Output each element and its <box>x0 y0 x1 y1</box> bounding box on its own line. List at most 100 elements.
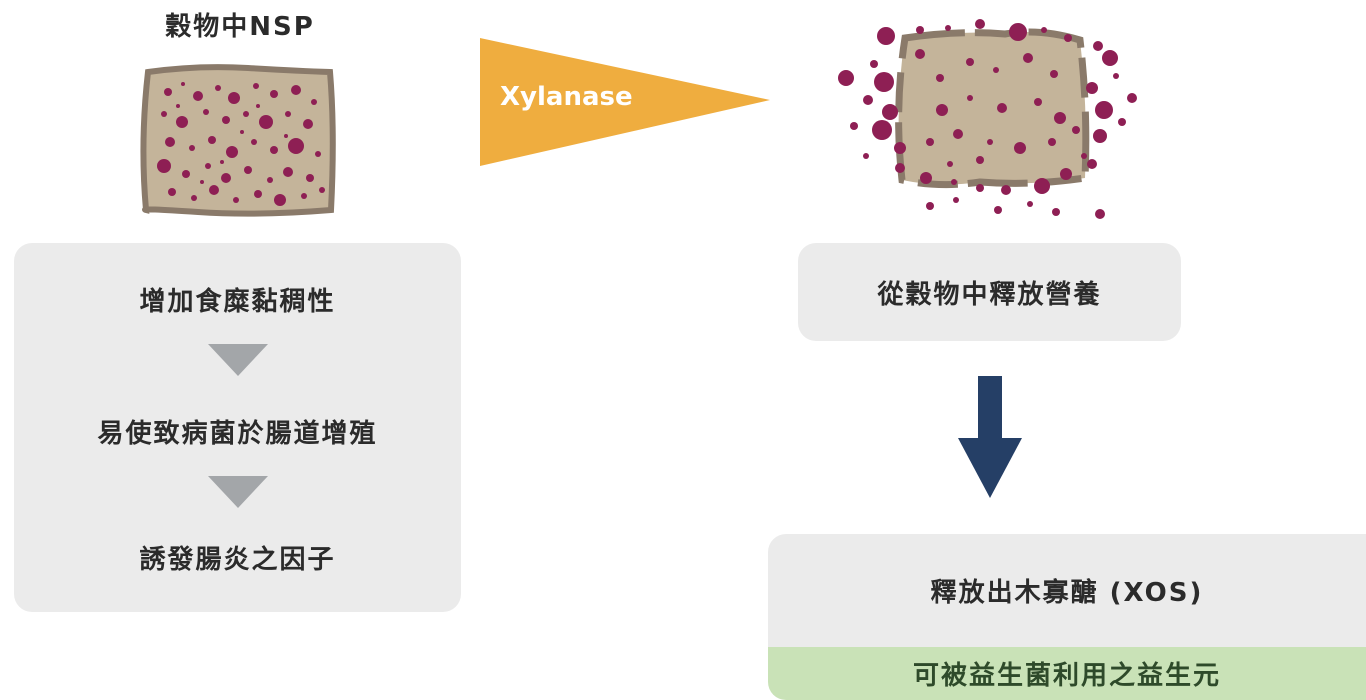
nutrient-release-box: 從穀物中釋放營養 <box>798 243 1181 341</box>
particle-dot <box>243 111 249 117</box>
particle-dot <box>176 104 180 108</box>
particle-dot <box>1001 185 1011 195</box>
particle-dot <box>303 119 313 129</box>
particle-dot <box>1095 101 1113 119</box>
degraded-grain-illustration <box>838 19 1137 219</box>
nsp-title: 穀物中NSP <box>165 12 315 42</box>
particle-dot <box>315 151 321 157</box>
particle-dot <box>953 129 963 139</box>
xos-result-panel: 釋放出木寡醣 (XOS) 可被益生菌利用之益生元 <box>768 534 1366 700</box>
particle-dot <box>916 26 924 34</box>
particle-dot <box>1052 208 1060 216</box>
particle-dot <box>838 70 854 86</box>
effect-step-1: 增加食糜黏稠性 <box>139 287 336 317</box>
particle-dot <box>1095 209 1105 219</box>
particle-dot <box>994 206 1002 214</box>
particle-dot <box>997 103 1007 113</box>
particle-dot <box>319 187 325 193</box>
particle-dot <box>200 180 204 184</box>
particle-dot <box>270 90 278 98</box>
particle-dot <box>259 115 273 129</box>
particle-dot <box>1050 70 1058 78</box>
particle-dot <box>870 60 878 68</box>
particle-dot <box>205 163 211 169</box>
particle-dot <box>877 27 895 45</box>
particle-dot <box>228 92 240 104</box>
particle-dot <box>288 138 304 154</box>
grain-body <box>140 64 336 217</box>
particle-dot <box>1072 126 1080 134</box>
particle-dot <box>966 58 974 66</box>
particle-dot <box>203 109 209 115</box>
particle-dot <box>274 194 286 206</box>
particle-dot <box>1081 153 1087 159</box>
particle-dot <box>191 195 197 201</box>
particle-dot <box>181 82 185 86</box>
particle-dot <box>267 177 273 183</box>
particle-dot <box>176 116 188 128</box>
particle-dot <box>1093 41 1103 51</box>
particle-dot <box>1064 34 1072 42</box>
particle-dot <box>291 85 301 95</box>
intact-grain-illustration <box>140 64 336 217</box>
grain-body <box>895 28 1090 189</box>
particle-dot <box>1034 98 1042 106</box>
particle-dot <box>882 104 898 120</box>
particle-dot <box>233 197 239 203</box>
particle-dot <box>976 156 984 164</box>
particle-dot <box>285 111 291 117</box>
particle-dot <box>208 136 216 144</box>
nsp-effects-panel: 增加食糜黏稠性 易使致病菌於腸道增殖 誘發腸炎之因子 <box>14 243 461 612</box>
effect-step-3: 誘發腸炎之因子 <box>139 545 336 575</box>
particle-dot <box>306 174 314 182</box>
particle-dot <box>222 116 230 124</box>
particle-dot <box>1093 129 1107 143</box>
particle-dot <box>947 161 953 167</box>
particle-dot <box>1014 142 1026 154</box>
particle-dot <box>920 172 932 184</box>
particle-dot <box>182 170 190 178</box>
particle-dot <box>1118 118 1126 126</box>
particle-dot <box>1009 23 1027 41</box>
particle-dot <box>244 166 252 174</box>
xylanase-arrow-icon <box>480 38 770 166</box>
down-triangle-icon <box>207 476 268 508</box>
particle-dot <box>936 74 944 82</box>
down-arrow-icon <box>958 376 1022 498</box>
particle-dot <box>256 104 260 108</box>
particle-dot <box>863 153 869 159</box>
particle-dot <box>1060 168 1072 180</box>
particle-dot <box>953 197 959 203</box>
particle-dot <box>189 145 195 151</box>
particle-dot <box>283 167 293 177</box>
particle-dot <box>987 139 993 145</box>
particle-dot <box>1086 82 1098 94</box>
particle-dot <box>926 202 934 210</box>
particle-dot <box>976 184 984 192</box>
particle-dot <box>209 185 219 195</box>
particle-dot <box>1087 159 1097 169</box>
particle-dot <box>164 88 172 96</box>
particle-dot <box>1054 112 1066 124</box>
particle-dot <box>926 138 934 146</box>
particle-dot <box>254 190 262 198</box>
particle-dot <box>161 111 167 117</box>
particle-dot <box>251 139 257 145</box>
xos-title: 釋放出木寡醣 (XOS) <box>768 534 1366 647</box>
particle-dot <box>895 163 905 173</box>
particle-dot <box>193 91 203 101</box>
particle-dot <box>945 25 951 31</box>
particle-dot <box>1041 27 1047 33</box>
particle-dot <box>1127 93 1137 103</box>
particle-dot <box>1023 53 1033 63</box>
particle-dot <box>863 95 873 105</box>
particle-dot <box>221 173 231 183</box>
down-triangle-icon <box>207 344 268 376</box>
particle-dot <box>165 137 175 147</box>
particle-dot <box>1113 73 1119 79</box>
xylanase-label: Xylanase <box>500 82 633 112</box>
particle-dot <box>1027 201 1033 207</box>
particle-dot <box>226 146 238 158</box>
particle-dot <box>253 83 259 89</box>
particle-dot <box>894 142 906 154</box>
